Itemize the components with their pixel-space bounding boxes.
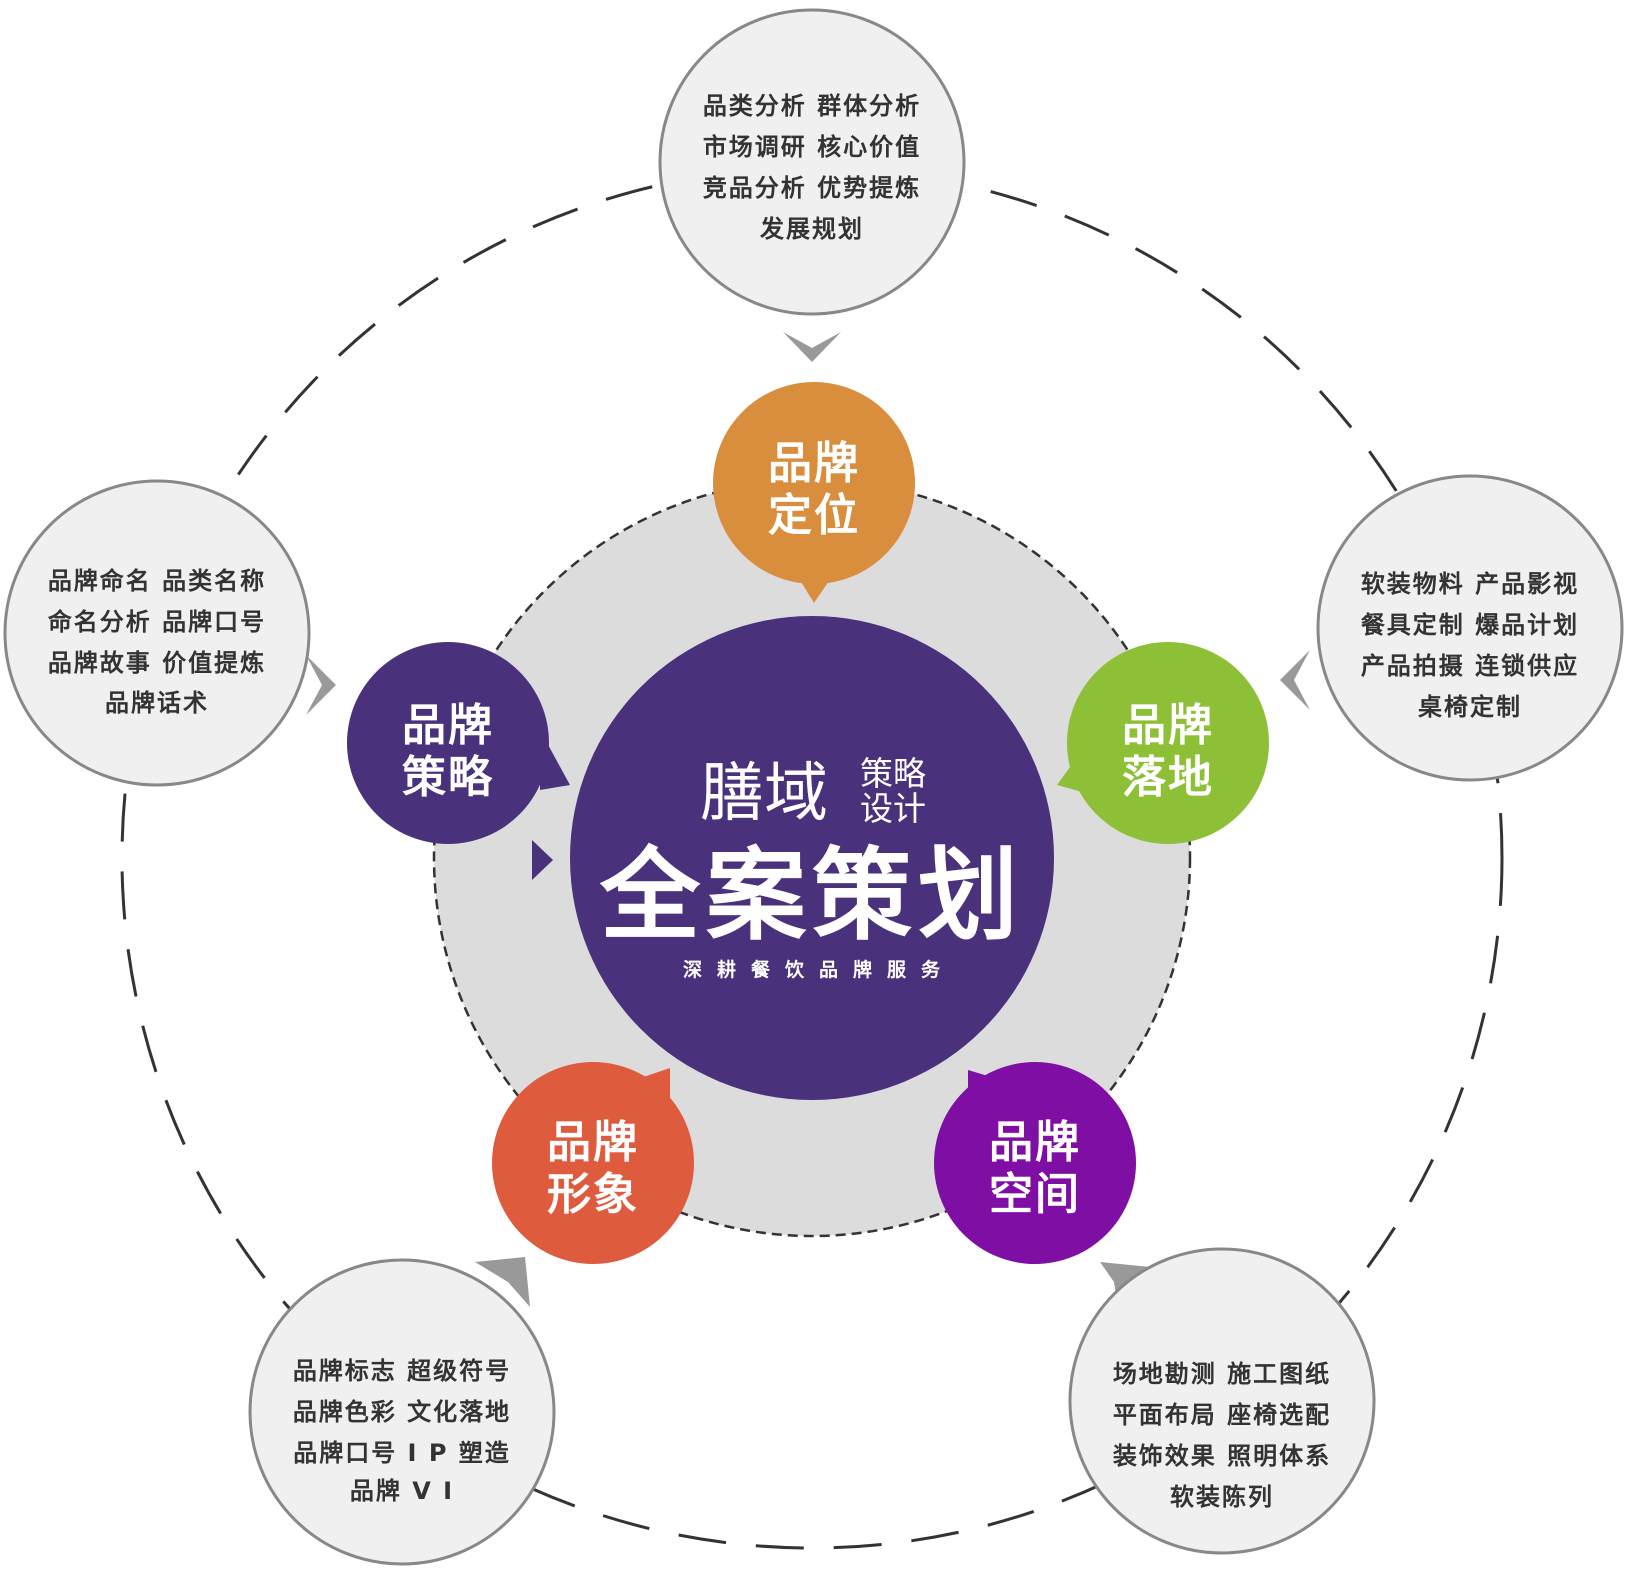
chevron-arrow-icon — [475, 1257, 530, 1307]
chevron-arrow-icon — [306, 655, 336, 715]
detail-line: 发展规划 — [759, 215, 864, 243]
node-label-line2: 策略 — [402, 752, 494, 803]
node-label-line2: 定位 — [768, 490, 860, 541]
detail-circle — [248, 1258, 556, 1566]
node-label-line1: 品牌 — [1122, 700, 1214, 751]
detail-line: 品类分析 群体分析 — [703, 92, 921, 120]
node-brand-image: 品牌 形象 — [492, 1062, 694, 1264]
node-circle — [934, 1062, 1136, 1264]
detail-brand-image: 品牌标志 超级符号 品牌色彩 文化落地 品牌口号 I P 塑造 品牌 V I — [248, 1258, 556, 1566]
node-label-line1: 品牌 — [768, 438, 860, 489]
detail-line: 命名分析 品牌口号 — [48, 608, 266, 636]
detail-line: 品牌 V I — [350, 1477, 454, 1505]
detail-circle — [1068, 1247, 1376, 1555]
node-brand-space: 品牌 空间 — [934, 1062, 1136, 1264]
chevron-arrow-icon — [783, 332, 841, 362]
detail-brand-positioning: 品类分析 群体分析 市场调研 核心价值 竞品分析 优势提炼 发展规划 — [658, 8, 966, 316]
core-pointer-arrow — [532, 840, 553, 880]
detail-line: 软装物料 产品影视 — [1361, 570, 1579, 598]
detail-circle — [658, 8, 966, 316]
detail-line: 品牌口号 I P 塑造 — [293, 1439, 511, 1467]
logo-name: 膳域 — [700, 757, 828, 831]
detail-line: 品牌命名 品类名称 — [48, 567, 266, 595]
detail-circle — [1316, 474, 1624, 782]
node-brand-strategy: 品牌 策略 — [347, 642, 570, 844]
detail-brand-strategy: 品牌命名 品类名称 命名分析 品牌口号 品牌故事 价值提炼 品牌话术 — [3, 479, 311, 787]
node-label-line1: 品牌 — [402, 700, 494, 751]
detail-line: 平面布局 座椅选配 — [1113, 1401, 1331, 1429]
center-core-circle — [570, 616, 1054, 1100]
chevron-arrow-icon — [1280, 650, 1310, 710]
logo-suffix-bottom: 设计 — [860, 789, 926, 828]
detail-line: 餐具定制 爆品计划 — [1361, 611, 1579, 639]
node-circle — [492, 1062, 694, 1264]
node-label-line2: 空间 — [989, 1169, 1081, 1220]
node-label-line1: 品牌 — [547, 1117, 639, 1168]
node-label-line2: 形象 — [547, 1169, 639, 1220]
detail-line: 竞品分析 优势提炼 — [703, 174, 921, 202]
logo-suffix-top: 策略 — [860, 754, 926, 793]
node-circle — [713, 382, 915, 584]
core-title: 全案策划 — [599, 837, 1024, 954]
detail-line: 品牌故事 价值提炼 — [48, 649, 266, 677]
detail-line: 产品拍摄 连锁供应 — [1361, 652, 1579, 680]
detail-line: 装饰效果 照明体系 — [1113, 1442, 1331, 1470]
detail-brand-landing: 软装物料 产品影视 餐具定制 爆品计划 产品拍摄 连锁供应 桌椅定制 — [1316, 474, 1624, 782]
detail-circle — [3, 479, 311, 787]
node-label-line1: 品牌 — [989, 1117, 1081, 1168]
node-circle — [1067, 642, 1269, 844]
node-brand-positioning: 品牌 定位 — [713, 382, 915, 603]
detail-brand-space: 场地勘测 施工图纸 平面布局 座椅选配 装饰效果 照明体系 软装陈列 — [1068, 1247, 1376, 1555]
outer-dashed-ring — [120, 166, 1504, 1550]
detail-line: 桌椅定制 — [1418, 693, 1522, 721]
detail-line: 软装陈列 — [1170, 1483, 1274, 1511]
node-brand-landing: 品牌 落地 — [1057, 642, 1269, 844]
node-circle — [347, 642, 549, 844]
detail-line: 品牌话术 — [105, 689, 209, 717]
detail-line: 品牌色彩 文化落地 — [293, 1398, 511, 1426]
core-subtitle: 深耕餐饮品牌服务 — [683, 958, 955, 981]
detail-line: 市场调研 核心价值 — [703, 133, 921, 161]
detail-line: 品牌标志 超级符号 — [293, 1357, 511, 1385]
detail-line: 场地勘测 施工图纸 — [1113, 1360, 1331, 1388]
node-label-line2: 落地 — [1122, 752, 1214, 803]
